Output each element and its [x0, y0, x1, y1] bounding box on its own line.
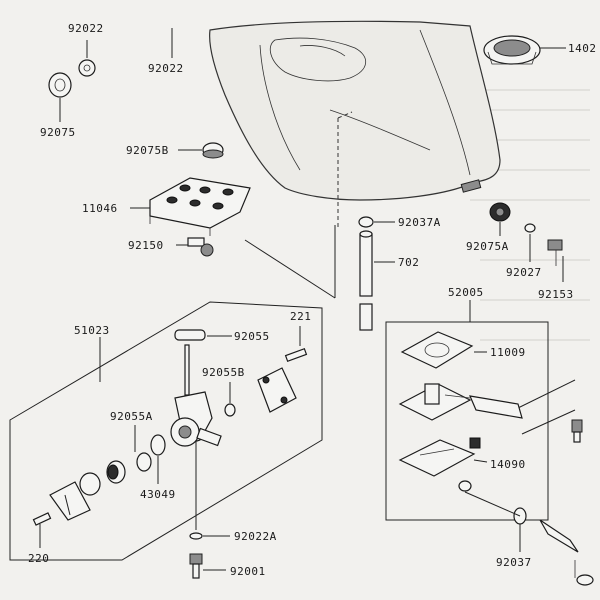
leader-lines-upper: [244, 225, 336, 299]
label-220: 220: [28, 552, 49, 565]
label-14090: 14090: [490, 458, 526, 471]
part-92037-clamp: [464, 491, 527, 552]
part-92055-gasket: [174, 329, 232, 341]
part-lever-housing: [49, 472, 101, 521]
label-92022A: 92022A: [234, 530, 277, 543]
part-221-screw: [284, 326, 308, 363]
label-51023: 51023: [74, 324, 110, 337]
label-92055A: 92055A: [110, 410, 153, 423]
part-92001-bolt: [189, 553, 226, 579]
part-14090-filter: [398, 437, 488, 492]
part-92075B-grommet: [178, 142, 224, 159]
label-92075B: 92075B: [126, 144, 169, 157]
label-92027: 92027: [506, 266, 542, 279]
part-92037A-clip: [358, 216, 395, 228]
label-43049: 43049: [140, 488, 176, 501]
part-hose-bottom-right: [539, 519, 594, 586]
part-92027-washer: [524, 223, 536, 262]
part-92150-bolt: [176, 237, 214, 257]
label-92022-top: 92022: [68, 22, 104, 35]
part-702-tube: [359, 230, 395, 331]
label-92153: 92153: [538, 288, 574, 301]
label-11046: 11046: [82, 202, 118, 215]
part-11046-bracket: [130, 177, 251, 236]
part-92075A-grommet: [489, 202, 511, 236]
part-92022A-washer: [189, 532, 230, 540]
label-92037: 92037: [496, 556, 532, 569]
label-92001: 92001: [230, 565, 266, 578]
part-92075-grommet: [48, 72, 72, 122]
part-fuel-cock-body: [170, 344, 222, 530]
part-cover-plate: [257, 367, 297, 413]
part-11009-gasket: [400, 331, 487, 369]
part-92055A-oring: [134, 425, 152, 472]
label-702: 702: [398, 256, 419, 269]
label-52005: 52005: [448, 286, 484, 299]
box-52005: [385, 300, 576, 521]
part-92055B-oring: [224, 382, 236, 417]
label-92055: 92055: [234, 330, 270, 343]
part-220-screw: [32, 512, 52, 548]
label-92022: 92022: [148, 62, 184, 75]
label-92075: 92075: [40, 126, 76, 139]
part-92153-bolt: [547, 239, 564, 282]
label-11009: 11009: [490, 346, 526, 359]
part-bolt-right-edge: [571, 419, 583, 443]
fuel-tank: [209, 20, 501, 230]
part-gauge-sender: [398, 383, 523, 421]
part-1402-cap: [483, 35, 566, 65]
box-51023: [9, 301, 323, 561]
label-221: 221: [290, 310, 311, 323]
label-92037A: 92037A: [398, 216, 441, 229]
part-92022-top: [78, 40, 96, 77]
label-92055B: 92055B: [202, 366, 245, 379]
label-1402: 1402: [568, 42, 597, 55]
part-43049-diaphragm: [106, 434, 166, 484]
label-92075A: 92075A: [466, 240, 509, 253]
label-92150: 92150: [128, 239, 164, 252]
